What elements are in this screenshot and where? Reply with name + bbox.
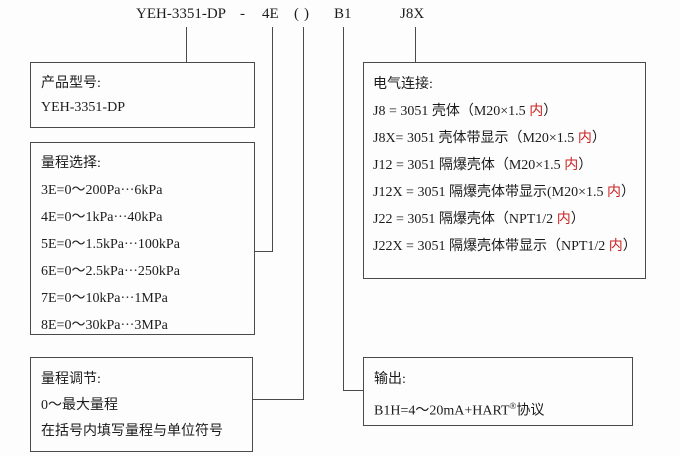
range-adjust-line-2: 在括号内填写量程与单位符号 — [41, 424, 223, 439]
option-text-end: ） — [570, 212, 585, 227]
option-red-mark: 内 — [564, 158, 579, 173]
registered-trademark-mark: ® — [509, 401, 517, 411]
option-text: J8 = 3051 壳体（M20×1.5 — [373, 104, 530, 119]
option-red-mark: 内 — [529, 104, 544, 119]
option-text-end: ） — [578, 158, 593, 173]
option-text-end: ） — [622, 239, 637, 254]
electrical-option-j8x: J8X= 3051 壳体带显示（M20×1.5 内） — [364, 125, 645, 152]
connector-adjust-vertical — [303, 27, 304, 399]
product-model-title: 产品型号: — [41, 76, 101, 91]
range-option-5e: 5E=0～1.5kPa···100kPa — [41, 237, 180, 252]
model-code-range: 4E — [262, 6, 279, 22]
model-code-base: YEH-3351-DP — [136, 6, 226, 22]
electrical-option-j22x: J22X = 3051 隔爆壳体带显示（NPT1/2 内） — [364, 233, 645, 260]
electrical-option-j12x: J12X = 3051 隔爆壳体带显示(M20×1.5 内） — [364, 179, 645, 206]
option-red-mark: 内 — [577, 131, 592, 146]
option-text: B1H=4～20mA+HART — [374, 403, 510, 419]
range-option-6e: 6E=0～2.5kPa···250kPa — [41, 264, 180, 279]
electrical-option-j12: J12 = 3051 隔爆壳体（M20×1.5 内） — [364, 152, 645, 179]
connector-connection-vertical — [415, 27, 416, 62]
model-code-adjust: () — [294, 6, 314, 22]
range-selection-box: 量程选择: 3E=0～200Pa···6kPa 4E=0～1kPa···40kP… — [30, 142, 255, 335]
model-code-separator: - — [240, 6, 245, 22]
output-title: 输出: — [374, 372, 406, 387]
electrical-connection-box: 电气连接: J8 = 3051 壳体（M20×1.5 内） J8X= 3051 … — [363, 62, 646, 279]
option-red-mark: 内 — [606, 185, 621, 200]
model-code-row: YEH-3351-DP - 4E () B1 J8X — [0, 6, 680, 26]
electrical-connection-title: 电气连接: — [373, 77, 433, 92]
connector-output-horizontal — [343, 390, 363, 391]
option-text-end: ） — [591, 131, 606, 146]
option-text: J22X = 3051 隔爆壳体带显示（NPT1/2 — [373, 239, 609, 254]
output-option-b1h: B1H=4～20mA+HART®协议 — [364, 393, 632, 419]
option-text-end: ） — [543, 104, 558, 119]
option-text: J12X = 3051 隔爆壳体带显示(M20×1.5 — [373, 185, 607, 200]
option-text: J8X= 3051 壳体带显示（M20×1.5 — [373, 131, 578, 146]
model-code-connection: J8X — [400, 6, 425, 22]
range-option-4e: 4E=0～1kPa···40kPa — [41, 210, 163, 225]
range-adjust-title: 量程调节: — [41, 372, 101, 387]
range-option-3e: 3E=0～200Pa···6kPa — [41, 183, 163, 198]
electrical-option-j22: J22 = 3051 隔爆壳体（NPT1/2 内） — [364, 206, 645, 233]
option-text-end: 协议 — [516, 403, 545, 419]
option-text-end: ） — [620, 185, 635, 200]
connector-adjust-horizontal — [253, 399, 304, 400]
option-red-mark: 内 — [556, 212, 571, 227]
output-box: 输出: B1H=4～20mA+HART®协议 — [363, 357, 633, 426]
range-option-7e: 7E=0～10kPa···1MPa — [41, 291, 168, 306]
range-adjust-box: 量程调节: 0～最大量程 在括号内填写量程与单位符号 — [30, 357, 253, 452]
electrical-option-j8: J8 = 3051 壳体（M20×1.5 内） — [364, 98, 645, 125]
product-model-value: YEH-3351-DP — [41, 100, 125, 115]
connector-range-horizontal — [255, 251, 273, 252]
product-model-box: 产品型号: YEH-3351-DP — [30, 62, 255, 128]
connector-product-vertical — [186, 27, 187, 62]
connector-range-vertical — [272, 27, 273, 251]
connector-output-vertical — [343, 27, 344, 390]
range-adjust-line-1: 0～最大量程 — [41, 398, 118, 413]
option-red-mark: 内 — [608, 239, 623, 254]
option-text: J12 = 3051 隔爆壳体（M20×1.5 — [373, 158, 565, 173]
range-selection-title: 量程选择: — [41, 156, 101, 171]
range-option-8e: 8E=0～30kPa···3MPa — [41, 318, 168, 333]
model-code-output: B1 — [334, 6, 352, 22]
option-text: J22 = 3051 隔爆壳体（NPT1/2 — [373, 212, 557, 227]
